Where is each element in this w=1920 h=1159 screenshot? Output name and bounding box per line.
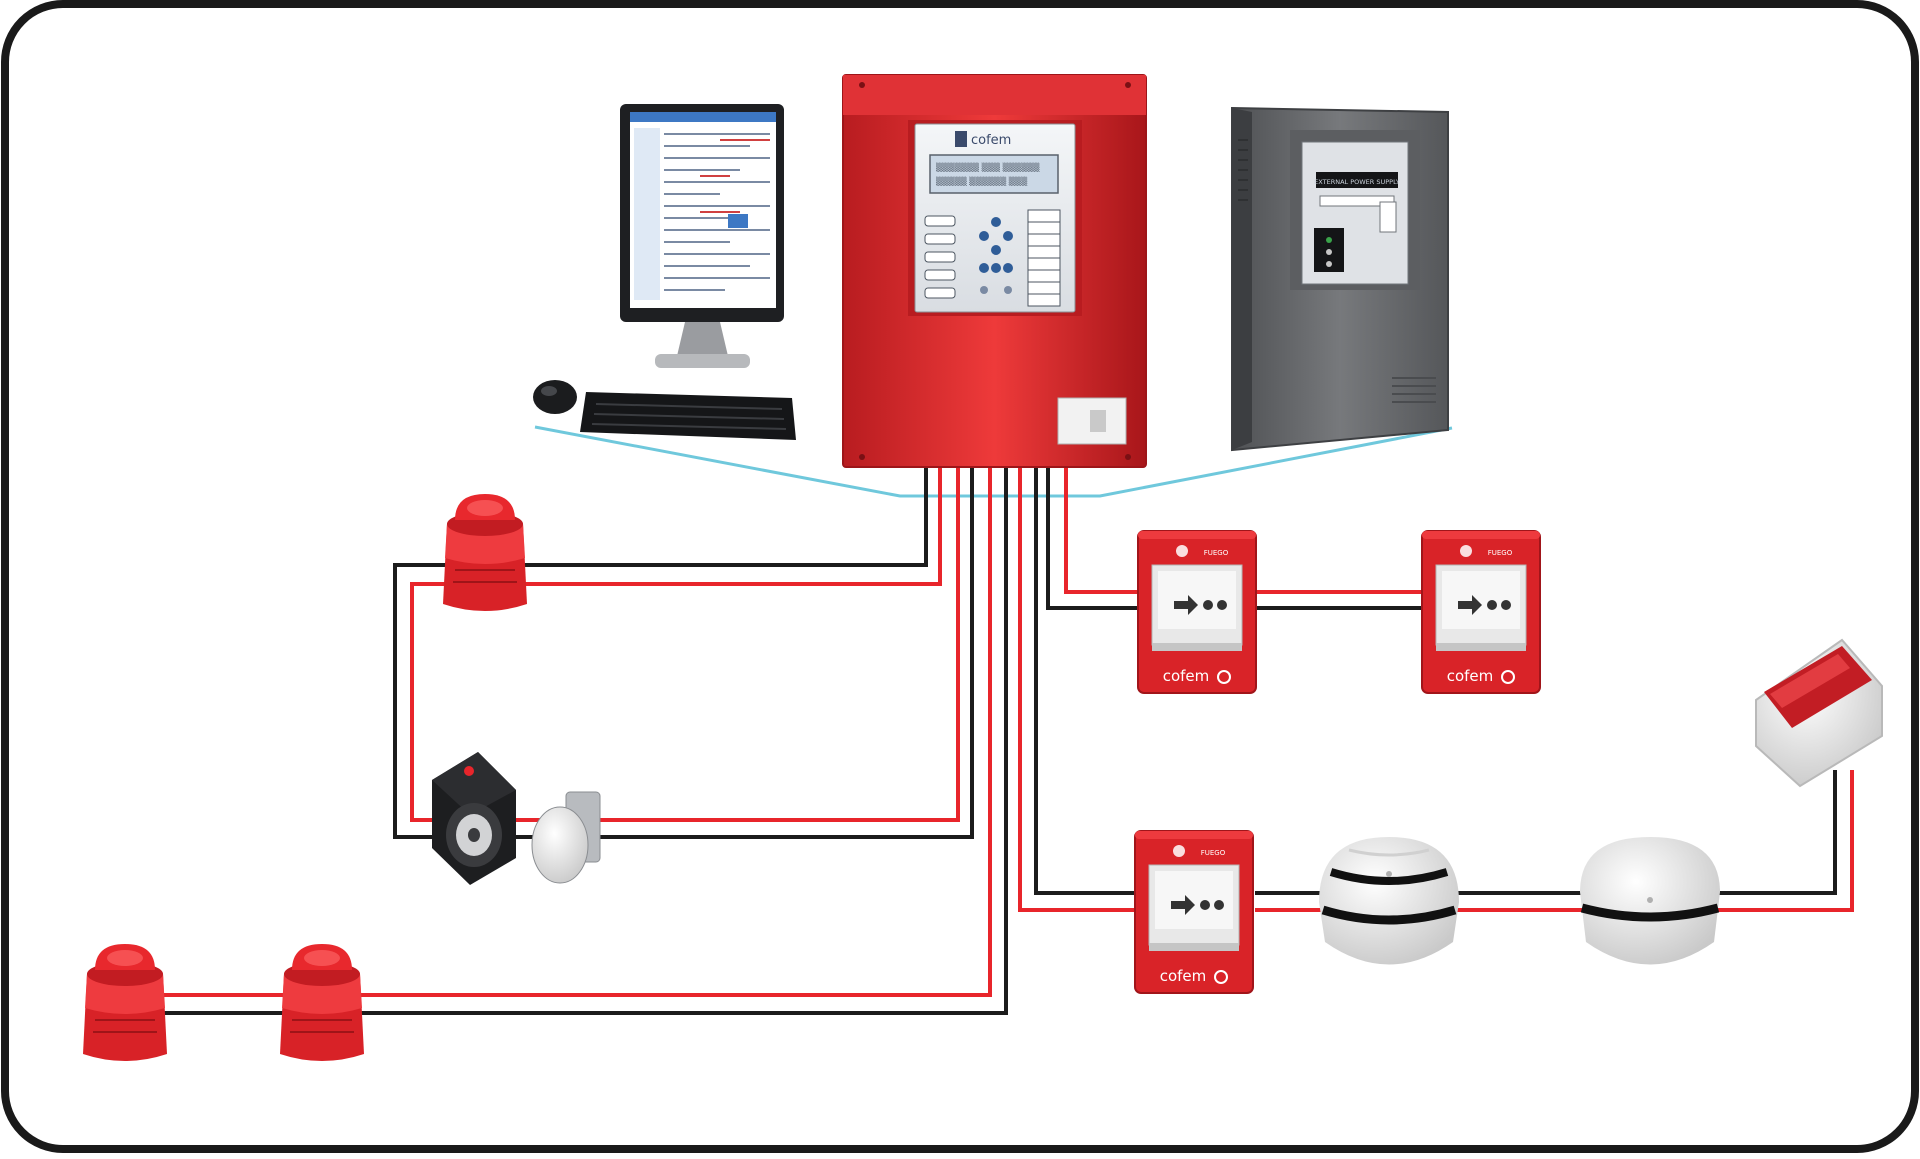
- sounder-icon: [443, 494, 527, 611]
- manual-call-point: FUEGO cofem: [1134, 830, 1254, 994]
- panel-left-buttons: [924, 215, 956, 299]
- psu-vents-left: [1238, 139, 1248, 201]
- call-point-brand: cofem: [1163, 667, 1210, 685]
- computer-workstation: [533, 104, 796, 440]
- psu-label: EXTERNAL POWER SUPPLY: [1314, 178, 1400, 186]
- detection-loop-bottom-red: [1018, 464, 1140, 912]
- beacon-icon: [1755, 638, 1883, 788]
- psu-vents-right: [1392, 377, 1436, 403]
- door-holder: [432, 752, 601, 885]
- detector-icon: [1319, 837, 1459, 965]
- door-holder-red: [600, 464, 960, 822]
- sounder-loop-2-black: [160, 464, 1008, 1015]
- call-point-top-text: FUEGO: [1204, 549, 1229, 557]
- panel-lcd-line-2: ▒▒▒▒▒ ▒▒▒▒▒▒ ▒▒▒: [936, 176, 1028, 186]
- fire-alarm-control-panel: cofem ▒▒▒▒▒▒▒ ▒▒▒ ▒▒▒▒▒▒ ▒▒▒▒▒ ▒▒▒▒▒▒ ▒▒…: [842, 74, 1147, 468]
- call-point-top-text: FUEGO: [1201, 849, 1226, 857]
- sounder-beacon: [83, 944, 167, 1061]
- data-link-psu: [1040, 426, 1453, 498]
- call-point-brand: cofem: [1447, 667, 1494, 685]
- panel-lcd-line-1: ▒▒▒▒▒▒▒ ▒▒▒ ▒▒▒▒▒▒: [936, 162, 1040, 172]
- wiring: [160, 425, 1854, 1015]
- manual-call-point: FUEGO cofem: [1137, 530, 1257, 694]
- sounder-beacon: [280, 944, 364, 1061]
- smoke-detector: [1319, 837, 1459, 965]
- detection-loop-top-black: [1046, 464, 1140, 610]
- detector-icon: [1580, 837, 1720, 965]
- sounder-icon: [280, 944, 364, 1061]
- loop-detector-beacon-red: [1710, 770, 1854, 912]
- smoke-detector: [1580, 837, 1720, 965]
- call-point-icon: FUEGO cofem: [1134, 830, 1254, 994]
- mouse-icon: [533, 380, 577, 414]
- monitor-icon: [620, 104, 784, 368]
- keyboard-icon: [580, 392, 796, 440]
- door-plate-icon: [531, 791, 601, 884]
- call-point-top-text: FUEGO: [1488, 549, 1513, 557]
- detection-loop-top-red: [1064, 464, 1140, 594]
- data-link-computer: [534, 425, 1040, 498]
- external-power-supply: EXTERNAL POWER SUPPLY: [1231, 106, 1449, 452]
- manual-call-point: FUEGO cofem: [1421, 530, 1541, 694]
- panel-keypad: [979, 217, 1013, 294]
- wall-beacon: [1755, 638, 1883, 788]
- magnet-icon: [432, 752, 516, 885]
- sounder-loop-2-red: [160, 464, 992, 997]
- panel-brand: cofem: [971, 133, 1011, 148]
- panel-lcd: [929, 154, 1059, 194]
- door-holder-black: [600, 464, 974, 839]
- loop-detector-beacon-black: [1710, 770, 1837, 895]
- sounder-beacon: [443, 494, 527, 611]
- panel-zone-leds: [1027, 209, 1061, 307]
- call-point-icon: FUEGO cofem: [1137, 530, 1257, 694]
- call-point-brand: cofem: [1160, 967, 1207, 985]
- call-point-icon: FUEGO cofem: [1421, 530, 1541, 694]
- detection-loop-bottom-black: [1034, 464, 1140, 895]
- sounder-icon: [83, 944, 167, 1061]
